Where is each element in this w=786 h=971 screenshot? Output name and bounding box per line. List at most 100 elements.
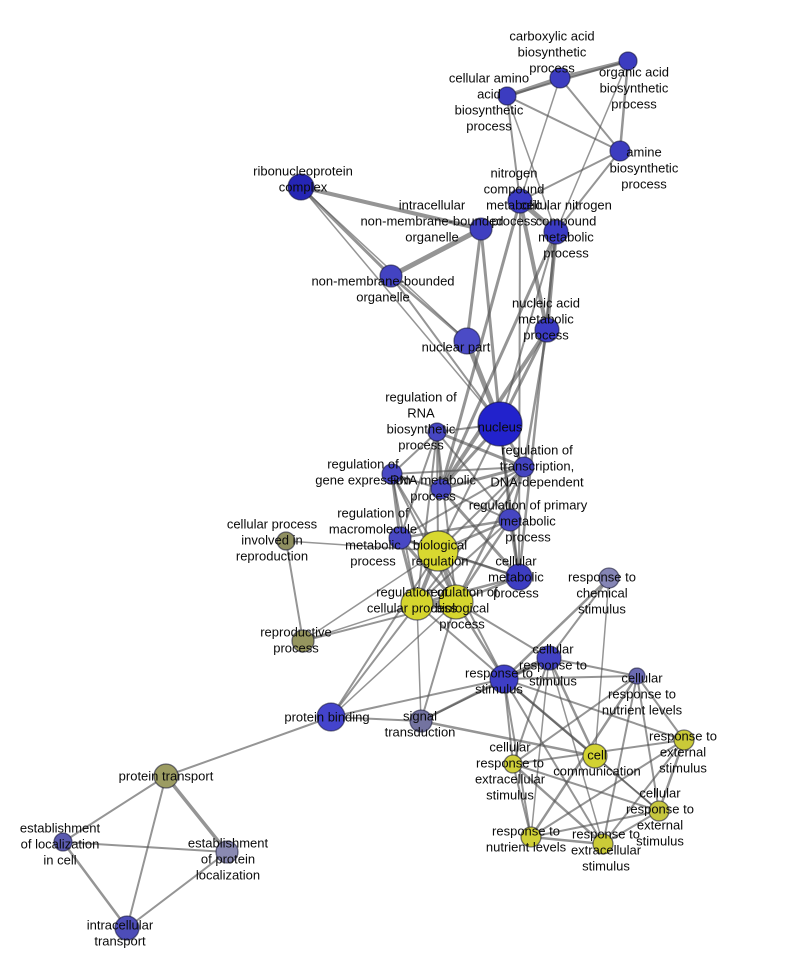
node-regtrans[interactable]: regulation of transcription, DNA-depende… [513, 456, 535, 478]
node-regbio[interactable]: regulation of biological process [438, 584, 474, 620]
edge-crextracell--respnutrient [512, 763, 532, 838]
node-cellamino[interactable]: cellular amino acid biosynthetic process [497, 86, 517, 106]
node-respext[interactable]: response to external stimulus [673, 729, 695, 751]
edge-cellnitrogen--cellmet [517, 230, 558, 579]
node-crexternal[interactable]: cellular response to external stimulus [648, 800, 670, 822]
node-amine[interactable]: amine biosynthetic process [609, 140, 631, 162]
edge-rnp--intranmb [299, 185, 483, 231]
edge-crextracell--respextracell [511, 762, 605, 846]
node-nmborg[interactable]: non-membrane-bounded organelle [379, 264, 403, 288]
edge-cellcomm--crexternal [594, 755, 660, 812]
edge-nitrogen--rnamet [439, 199, 522, 491]
node-crnutrient[interactable]: cellular response to nutrient levels [628, 667, 646, 685]
edge-respstim--respchem [502, 576, 611, 681]
edge-regrna--regmacro [399, 431, 438, 539]
node-nitrogen[interactable]: nitrogen compound metabolic process [507, 188, 533, 214]
node-carboxylic[interactable]: carboxylic acid biosynthetic process [549, 67, 571, 89]
edge-respnutrient--respextracell [529, 835, 605, 846]
node-regprimary[interactable]: regulation of primary metabolic process [498, 508, 522, 532]
edge-prottrans--intratrans [126, 775, 167, 929]
node-respnutrient[interactable]: response to nutrient levels [520, 826, 542, 848]
edge-repro--regcell [302, 603, 418, 642]
node-rnamet[interactable]: RNA metabolic process [430, 478, 452, 500]
label-nuclearpart: nuclear part [422, 340, 491, 355]
edge-carboxylic--nitrogen [519, 77, 561, 202]
nodes-layer: carboxylic acid biosynthetic process orga… [53, 51, 695, 941]
node-cellcomm[interactable]: cell communication [582, 743, 608, 769]
edge-prottrans--estloc [62, 775, 167, 843]
node-rnp[interactable]: ribonucleoprotein complex [287, 173, 315, 201]
edge-cellnitrogen--nucleus [499, 231, 557, 425]
edge-cellresp--cellcomm [547, 656, 597, 758]
node-respextracell[interactable]: response to extracellular stimulus [592, 833, 614, 855]
node-prottrans[interactable]: protein transport [153, 763, 179, 789]
edge-prottrans--estprotloc [164, 774, 229, 854]
edge-sigtrans--cellcomm [419, 719, 597, 758]
edge-cellresp--sigtrans [420, 657, 550, 722]
node-regrna[interactable]: regulation of RNA biosynthetic process [427, 422, 447, 442]
node-nuclearpart[interactable]: nuclear part [453, 327, 481, 355]
node-regcell[interactable]: regulation of cellular process [400, 587, 434, 621]
node-nucleus[interactable]: nucleus [477, 401, 523, 447]
edge-cellamino--amine [506, 95, 621, 152]
edge-crexternal--respextracell [602, 810, 660, 845]
edge-protbind--prottrans [165, 716, 332, 777]
node-organic[interactable]: organic acid biosynthetic process [618, 51, 638, 71]
node-cellmet[interactable]: cellular metabolic process [505, 563, 533, 591]
edge-sigtrans--regcell [416, 603, 422, 722]
node-regmacro[interactable]: regulation of macromolecule metabolic pr… [388, 526, 412, 550]
edge-respchem--cellcomm [594, 577, 610, 757]
edge-protbind--bioreg [330, 550, 439, 718]
edge-carboxylic--amine [559, 77, 621, 152]
edge-cellrepro--repro [285, 540, 304, 642]
node-sigtrans[interactable]: signal transduction [409, 709, 433, 733]
edge-cellrepro--bioreg [285, 540, 439, 552]
node-estprotloc[interactable]: establishment of protein localization [215, 840, 239, 864]
edge-amine--nitrogen [519, 150, 621, 202]
node-repro[interactable]: reproductive process [291, 629, 315, 653]
edge-respstim--respext [503, 678, 685, 741]
edge-organic--cellnitrogen [555, 60, 629, 233]
edge-protbind--respstim [330, 678, 505, 718]
edge-intranmb--nucleus [479, 227, 502, 426]
edge-crextracell--crexternal [512, 763, 660, 812]
edge-regrna--regbio [436, 431, 457, 603]
node-intratrans[interactable]: intracellular transport [114, 915, 140, 941]
node-reggene[interactable]: regulation of gene expression [381, 463, 403, 485]
edge-cellamino--cellnitrogen [506, 95, 557, 233]
node-cellresp[interactable]: cellular response to stimulus [536, 645, 562, 671]
label-protbind: protein binding [284, 710, 369, 725]
node-respchem[interactable]: response to chemical stimulus [598, 567, 620, 589]
edge-organic--amine [618, 59, 630, 153]
node-nucleic[interactable]: nucleic acid metabolic process [534, 317, 560, 343]
node-respstim[interactable]: response to stimulus [489, 664, 519, 694]
node-crextracell[interactable]: cellular response to extracellular stimu… [503, 754, 523, 774]
node-bioreg[interactable]: biological regulation [417, 530, 459, 572]
edge-rnp--nuclearpart [300, 186, 468, 342]
node-intranmb[interactable]: intracellular non-membrane-bounded organ… [469, 217, 493, 241]
edge-bioreg--respstim [437, 550, 505, 680]
node-estloc[interactable]: establishment of localization in cell [53, 832, 73, 852]
edge-estloc--intratrans [61, 840, 129, 930]
node-cellrepro[interactable]: cellular process involved in reproductio… [276, 531, 296, 551]
node-cellnitrogen[interactable]: cellular nitrogen compound metabolic pro… [543, 219, 569, 245]
edge-regrna--regtrans [435, 430, 526, 469]
edge-rnamet--regprimary [440, 488, 511, 521]
node-protbind[interactable]: protein binding [316, 702, 346, 732]
edge-estloc--estprotloc [62, 841, 228, 853]
